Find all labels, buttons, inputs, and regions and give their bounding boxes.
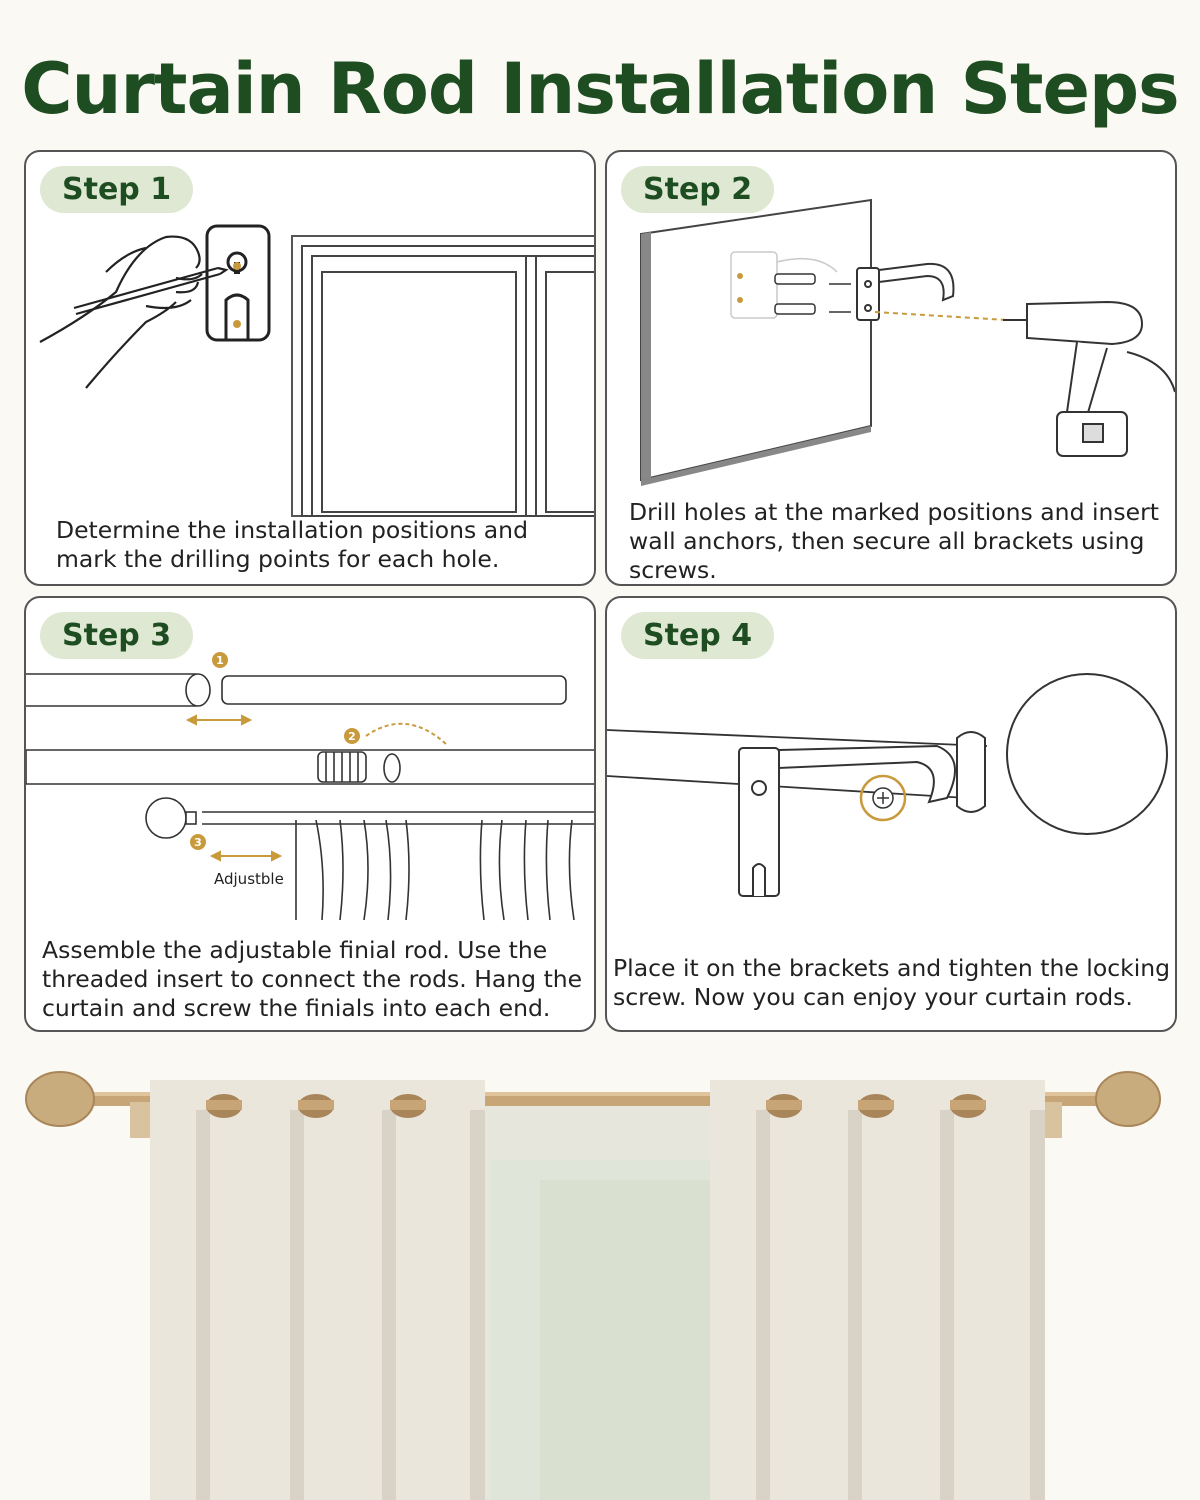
page-title: Curtain Rod Installation Steps (21, 48, 1179, 130)
bracket-icon (856, 262, 955, 321)
step-4-panel: Step 4 Place it on the brackets and tigh… (605, 596, 1177, 1032)
adjustable-label: Adjustble (214, 870, 284, 888)
pencil-hand-icon (39, 235, 229, 389)
locking-screw-icon (859, 774, 907, 822)
bracket-icon (738, 744, 956, 897)
bracket-template-icon (205, 224, 271, 342)
step-4-description: Place it on the brackets and tighten the… (613, 954, 1171, 1011)
window-frame-icon (291, 235, 594, 517)
step-4-illustration (607, 673, 1168, 897)
drill-icon (1003, 300, 1175, 457)
step-1-badge: Step 1 (40, 166, 194, 213)
step-marker-3: 3 (194, 836, 202, 849)
step-2-illustration (640, 198, 1175, 486)
step-2-panel: Step 2 (605, 150, 1177, 586)
rod-icon (607, 729, 988, 799)
finial-icon (145, 797, 197, 839)
step-2-description: Drill holes at the marked positions and … (629, 498, 1159, 584)
step-4-badge: Step 4 (621, 612, 775, 659)
step-3-panel: Step 3 (24, 596, 596, 1032)
curtain-photo-illustration (0, 1040, 1200, 1500)
curtain-photo (0, 1040, 1200, 1500)
rod-icon (26, 673, 594, 921)
step-1-description: Determine the installation positions and… (56, 516, 528, 573)
step-1-illustration (39, 224, 594, 517)
step-3-badge: Step 3 (40, 612, 194, 659)
finial-icon (956, 673, 1168, 835)
step-marker-1: 1 (216, 654, 224, 667)
step-1-panel: Step 1 Determine the (24, 150, 596, 586)
wall-icon (640, 198, 872, 486)
anchor-icon (774, 273, 851, 315)
step-marker-2: 2 (348, 730, 356, 743)
step-2-badge: Step 2 (621, 166, 775, 213)
step-3-illustration: 1 2 3 (26, 652, 594, 921)
step-3-description: Assemble the adjustable finial rod. Use … (42, 936, 583, 1022)
